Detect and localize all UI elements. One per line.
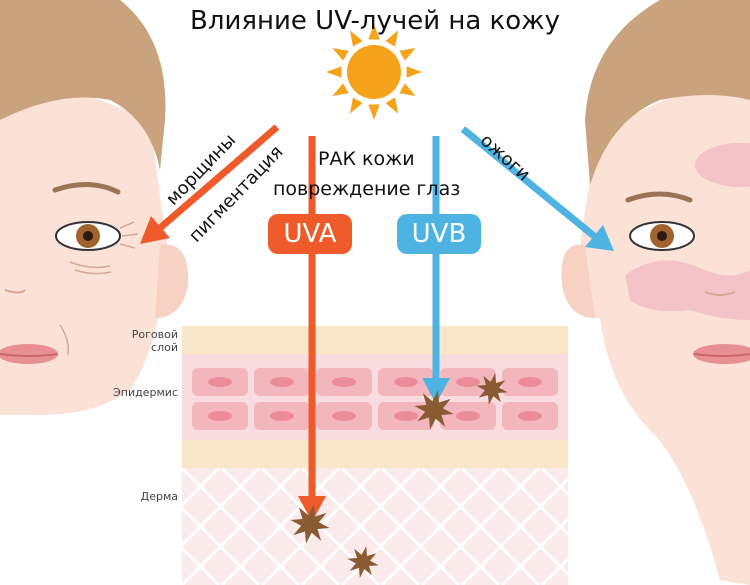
sun-ray xyxy=(332,48,349,61)
uvb-arrow-down xyxy=(422,136,450,404)
right-mouth xyxy=(693,344,750,364)
sun-ray xyxy=(385,97,398,114)
right-nose xyxy=(704,291,736,296)
sun-ray xyxy=(350,97,363,114)
label-eye-damage: повреждение глаз xyxy=(273,178,461,200)
layer-label-horny: Роговой слой xyxy=(98,328,178,354)
sun-icon xyxy=(326,24,422,120)
damage-star-epidermis-2 xyxy=(476,373,508,405)
right-eyebrow xyxy=(625,191,693,203)
right-burn-patch-top xyxy=(695,143,750,187)
dermis-mesh xyxy=(0,468,699,585)
dermis-fiber xyxy=(0,468,99,585)
cell-nucleus xyxy=(270,377,294,387)
right-eye-pupil xyxy=(657,231,667,241)
uva-arrow-left xyxy=(140,124,280,244)
dermis-fiber xyxy=(500,516,568,585)
left-mouth xyxy=(0,344,58,364)
right-hair xyxy=(585,0,750,185)
sun-ray xyxy=(332,83,349,96)
dermis-fiber xyxy=(582,468,699,585)
sun-ray xyxy=(385,30,398,47)
cell-nucleus xyxy=(518,377,542,387)
cell-nucleus xyxy=(394,411,418,421)
left-face xyxy=(0,0,189,415)
diagram-title: Влияние UV-лучей на кожу xyxy=(190,6,560,36)
sun-ray xyxy=(350,30,363,47)
dermis-fiber xyxy=(0,468,99,585)
left-mouth-line xyxy=(0,353,59,357)
dermis-fiber xyxy=(540,556,568,585)
cell-nucleus xyxy=(208,411,232,421)
left-hair xyxy=(0,0,166,170)
cell-nucleus xyxy=(518,411,542,421)
sun-ray xyxy=(368,24,380,40)
dermis-fiber xyxy=(22,468,139,585)
uva-badge: UVA xyxy=(268,214,352,254)
lower-band xyxy=(182,440,568,468)
cell-nucleus xyxy=(332,377,356,387)
right-face xyxy=(561,0,750,585)
right-face-skin xyxy=(564,60,750,585)
cell-nucleus xyxy=(394,377,418,387)
right-mouth-line xyxy=(693,353,750,357)
dermis-fiber xyxy=(22,468,139,585)
right-burn-patch xyxy=(625,260,750,320)
damage-star-dermis-1 xyxy=(290,504,330,544)
horny-layer xyxy=(182,326,568,354)
left-eyebrow xyxy=(52,181,121,195)
left-eye-pupil xyxy=(83,231,93,241)
cell-nucleus xyxy=(270,411,294,421)
layer-label-dermis: Дерма xyxy=(140,490,178,503)
skin-cross-section xyxy=(0,326,699,585)
label-skin-cancer: РАК кожи xyxy=(318,148,415,170)
sun-ray xyxy=(406,66,422,78)
layer-label-horny-line1: Роговой xyxy=(131,328,178,341)
cell-nucleus xyxy=(332,411,356,421)
dermis-fiber xyxy=(0,468,59,585)
dermis-fiber xyxy=(62,468,179,585)
sun-ray xyxy=(326,66,342,78)
damage-star-dermis-2 xyxy=(347,546,379,578)
uvb-badge: UVB xyxy=(397,214,481,254)
dermis-fiber xyxy=(540,468,568,497)
left-ear xyxy=(155,244,189,318)
left-nose xyxy=(4,289,26,294)
dermis-fiber xyxy=(0,468,59,585)
layer-label-epidermis: Эпидермис xyxy=(113,386,178,399)
left-wrinkles xyxy=(59,221,139,356)
cell-nucleus xyxy=(208,377,232,387)
sun-ray xyxy=(399,48,416,61)
epidermis-cells xyxy=(192,368,558,430)
sun-ray xyxy=(368,104,380,120)
layer-label-horny-line2: слой xyxy=(151,341,178,354)
damage-star-epidermis-1 xyxy=(414,390,454,430)
right-ear xyxy=(561,244,595,318)
dermis-fiber xyxy=(582,468,699,585)
cell-nucleus xyxy=(456,411,480,421)
uvb-arrow-right xyxy=(460,126,614,251)
sun-ray xyxy=(399,83,416,96)
cell-nucleus xyxy=(456,377,480,387)
dermis-fiber xyxy=(62,468,179,585)
